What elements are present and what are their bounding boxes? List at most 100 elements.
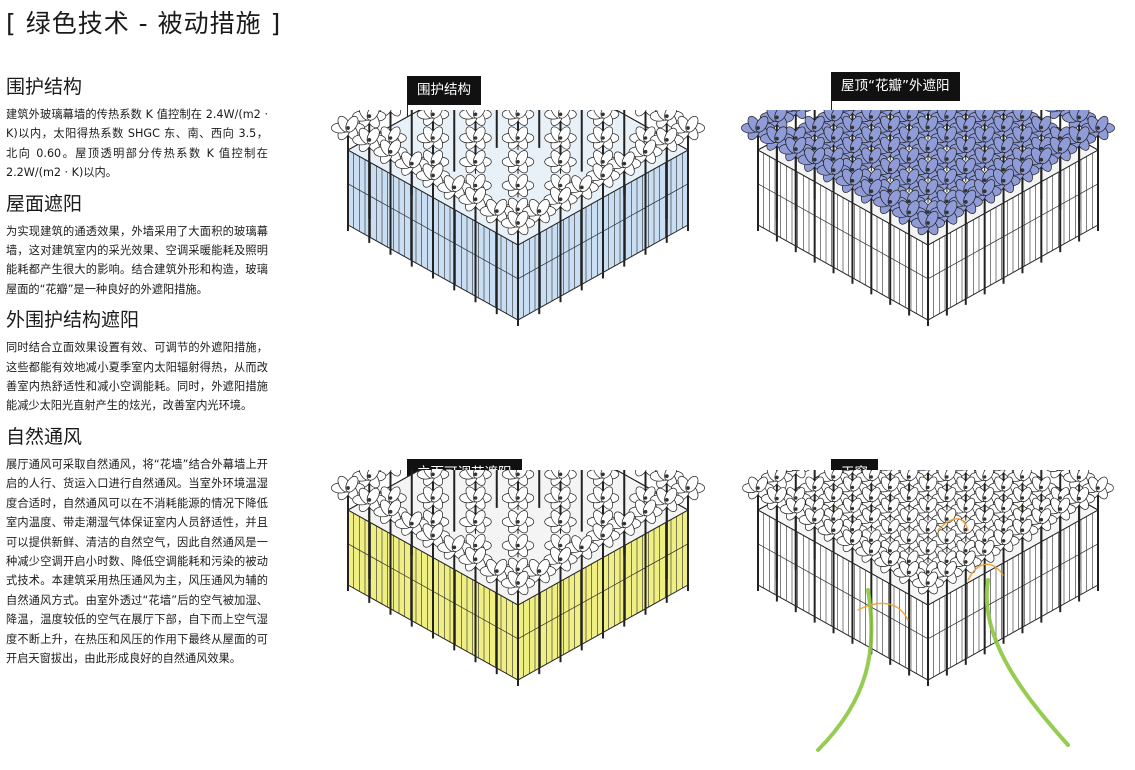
petal-flower bbox=[875, 518, 906, 541]
petal-flower bbox=[544, 126, 577, 150]
petal-flower bbox=[986, 168, 1021, 193]
section-heading: 屋面遮阳 bbox=[6, 192, 83, 215]
petal-flower bbox=[836, 136, 869, 161]
petal-flower bbox=[893, 561, 925, 584]
section-envelope: 围护结构 建筑外玻璃幕墙的传热系数 K 值控制在 2.4W/(m2 · K)以内… bbox=[6, 72, 268, 183]
petal-flower bbox=[759, 126, 794, 151]
petal-flower bbox=[988, 497, 1019, 520]
petal-flower bbox=[988, 476, 1019, 499]
petal-flower bbox=[586, 110, 620, 126]
petal-flower bbox=[479, 199, 514, 224]
petal-flower bbox=[797, 147, 832, 172]
petal-flower bbox=[671, 115, 705, 141]
petal-flower bbox=[586, 126, 620, 150]
petal-flower bbox=[836, 529, 869, 553]
petal-flower bbox=[586, 486, 620, 510]
petal-flower bbox=[1025, 508, 1058, 531]
petal-flower bbox=[987, 115, 1020, 140]
petal-flower bbox=[930, 168, 964, 192]
petal-flower bbox=[912, 518, 944, 541]
diagram-roof-petals bbox=[741, 110, 1115, 326]
petal-flower bbox=[628, 499, 663, 524]
petal-flower bbox=[416, 110, 450, 126]
facade-mullions bbox=[347, 153, 689, 317]
petal-flower bbox=[855, 147, 888, 171]
petal-flower bbox=[501, 470, 535, 486]
petal-flower bbox=[649, 470, 684, 489]
petal-flower bbox=[987, 529, 1020, 553]
petal-flower bbox=[912, 540, 944, 562]
petal-flower bbox=[856, 470, 887, 488]
petal-flower bbox=[416, 523, 450, 548]
section-heading: 围护结构 bbox=[6, 76, 83, 98]
petal-flower bbox=[459, 470, 492, 486]
petal-flower bbox=[501, 570, 535, 596]
petal-flower bbox=[373, 139, 408, 164]
petal-flower bbox=[779, 497, 812, 521]
section-heading: 外围护结构遮阳 bbox=[6, 309, 140, 332]
diagram-label-envelope: 围护结构 bbox=[407, 76, 481, 105]
petal-flower bbox=[1026, 476, 1057, 499]
petal-flower bbox=[874, 136, 907, 161]
petal-flower bbox=[912, 571, 944, 595]
petal-array bbox=[331, 470, 705, 686]
petal-flower bbox=[967, 179, 1002, 204]
petal-flower bbox=[501, 533, 535, 558]
petal-flower bbox=[394, 511, 429, 536]
page-title: [ 绿色技术 - 被动措施 ] bbox=[6, 9, 282, 38]
section-body: 建筑外玻璃幕墙的传热系数 K 值控制在 2.4W/(m2 · K)以内，太阳得热… bbox=[6, 108, 268, 180]
petal-flower bbox=[544, 150, 577, 174]
petal-array bbox=[331, 110, 705, 326]
petal-flower bbox=[817, 518, 850, 542]
petal-flower bbox=[501, 510, 535, 534]
petal-flower bbox=[544, 110, 577, 126]
petal-flower bbox=[352, 110, 387, 129]
petal-flower bbox=[416, 486, 450, 510]
petal-flower bbox=[416, 163, 450, 188]
petal-flower bbox=[818, 470, 849, 488]
petal-flower bbox=[458, 187, 493, 212]
petal-flower bbox=[544, 486, 577, 510]
section-facade-shading: 外围护结构遮阳 同时结合立面效果设置有效、可调节的外遮阳措施，这些都能有效地减小… bbox=[6, 305, 268, 416]
petal-flower bbox=[543, 547, 578, 572]
petal-flower bbox=[1063, 470, 1095, 489]
petal-flower bbox=[564, 535, 599, 560]
diagram-skylight bbox=[742, 470, 1114, 752]
diagram-label-roof-petals: 屋顶“花瓣”外遮阳 bbox=[831, 72, 960, 101]
petal-flower bbox=[649, 127, 684, 152]
petal-flower bbox=[352, 470, 387, 489]
petal-array bbox=[741, 110, 1115, 326]
petal-flower bbox=[331, 115, 365, 141]
petal-flower bbox=[459, 486, 492, 510]
section-heading: 自然通风 bbox=[6, 425, 83, 448]
petal-flower bbox=[459, 150, 492, 174]
diagram-envelope bbox=[331, 110, 705, 326]
petal-flower bbox=[1082, 476, 1114, 500]
petal-flower bbox=[522, 199, 557, 224]
petal-flower bbox=[742, 476, 774, 500]
section-ventilation: 自然通风 展厅通风可采取自然通风，将“花墙”结合外幕墙上开启的人行、货运入口进行… bbox=[6, 422, 268, 668]
petal-flower bbox=[479, 559, 514, 584]
petal-flower bbox=[759, 110, 794, 130]
petal-flower bbox=[607, 151, 642, 176]
petal-flower bbox=[586, 470, 620, 486]
petal-flower bbox=[949, 550, 982, 574]
petal-flower bbox=[912, 497, 944, 520]
petal-flower bbox=[671, 475, 705, 501]
petal-flower bbox=[969, 470, 1000, 488]
petal-flower bbox=[649, 487, 684, 512]
petal-flower bbox=[931, 561, 963, 584]
petal-flower bbox=[459, 126, 492, 150]
petal-flower bbox=[948, 189, 983, 214]
petal-flower bbox=[855, 126, 888, 150]
petal-flower bbox=[544, 510, 577, 534]
petal-flower bbox=[912, 476, 944, 499]
section-roof-shading: 屋面遮阳 为实现建筑的通透效果，外墙采用了大面积的玻璃幕墙，这对建筑室内的采光效… bbox=[6, 189, 268, 300]
petal-flower bbox=[911, 210, 945, 236]
petal-flower bbox=[799, 476, 830, 499]
petal-flower bbox=[856, 508, 887, 530]
petal-flower bbox=[892, 168, 926, 192]
petal-flower bbox=[501, 110, 535, 126]
petal-flower bbox=[437, 175, 472, 200]
roof-edge bbox=[347, 110, 689, 151]
